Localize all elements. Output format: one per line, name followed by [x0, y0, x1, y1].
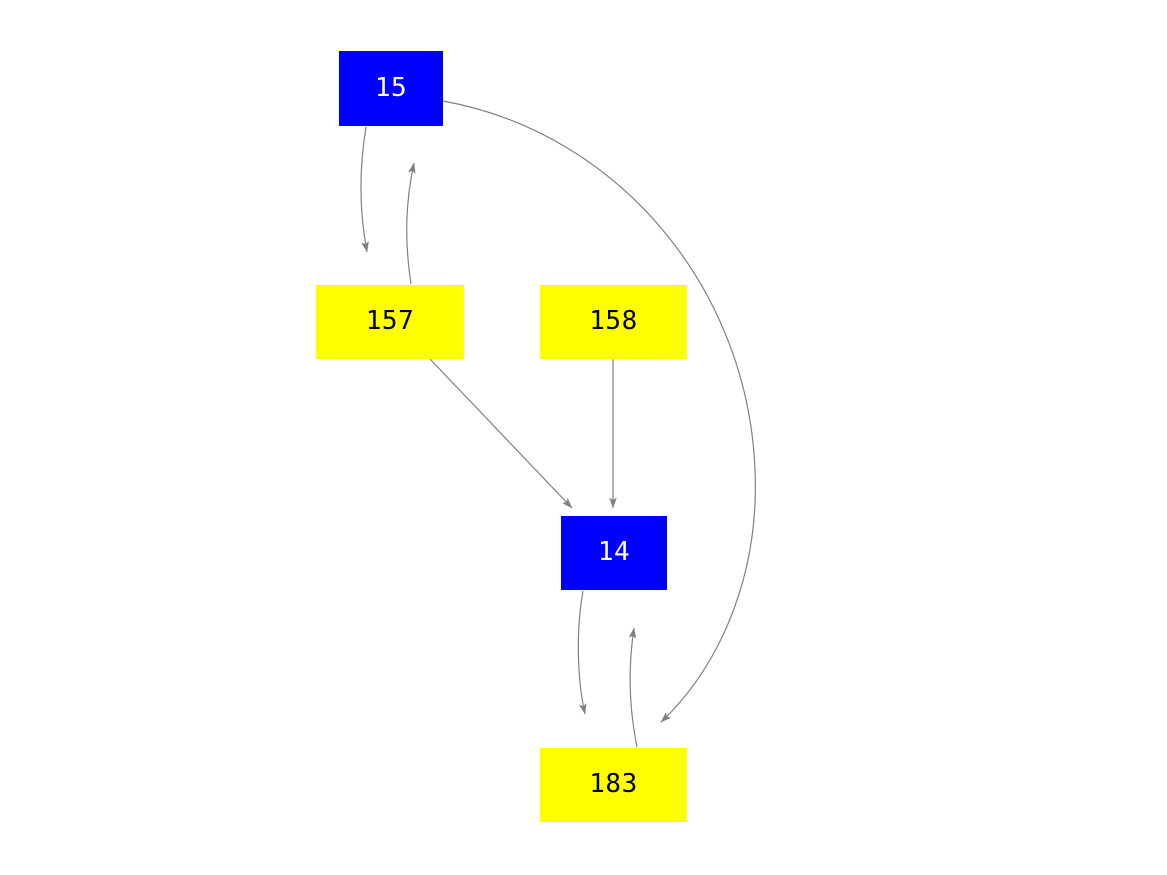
graph-node-15-label: 15: [374, 72, 408, 103]
edge-14-to-183: [577, 590, 587, 715]
graph-node-14[interactable]: 14: [561, 516, 667, 590]
edge-157-to-14: [429, 358, 573, 509]
graph-node-157[interactable]: 157: [316, 285, 464, 359]
edge-15-to-183: [442, 100, 756, 723]
graph-node-158[interactable]: 158: [540, 285, 687, 359]
graph-node-15[interactable]: 15: [339, 51, 443, 126]
edge-157-to-15: [406, 162, 416, 285]
edge-15-to-157: [360, 126, 369, 253]
graph-node-158-label: 158: [589, 306, 638, 336]
graph-node-157-label: 157: [365, 306, 415, 336]
graph-node-183[interactable]: 183: [540, 748, 687, 822]
graph-node-14-label: 14: [597, 537, 631, 567]
graph-node-183-label: 183: [589, 769, 638, 799]
edge-183-to-14: [628, 627, 638, 748]
